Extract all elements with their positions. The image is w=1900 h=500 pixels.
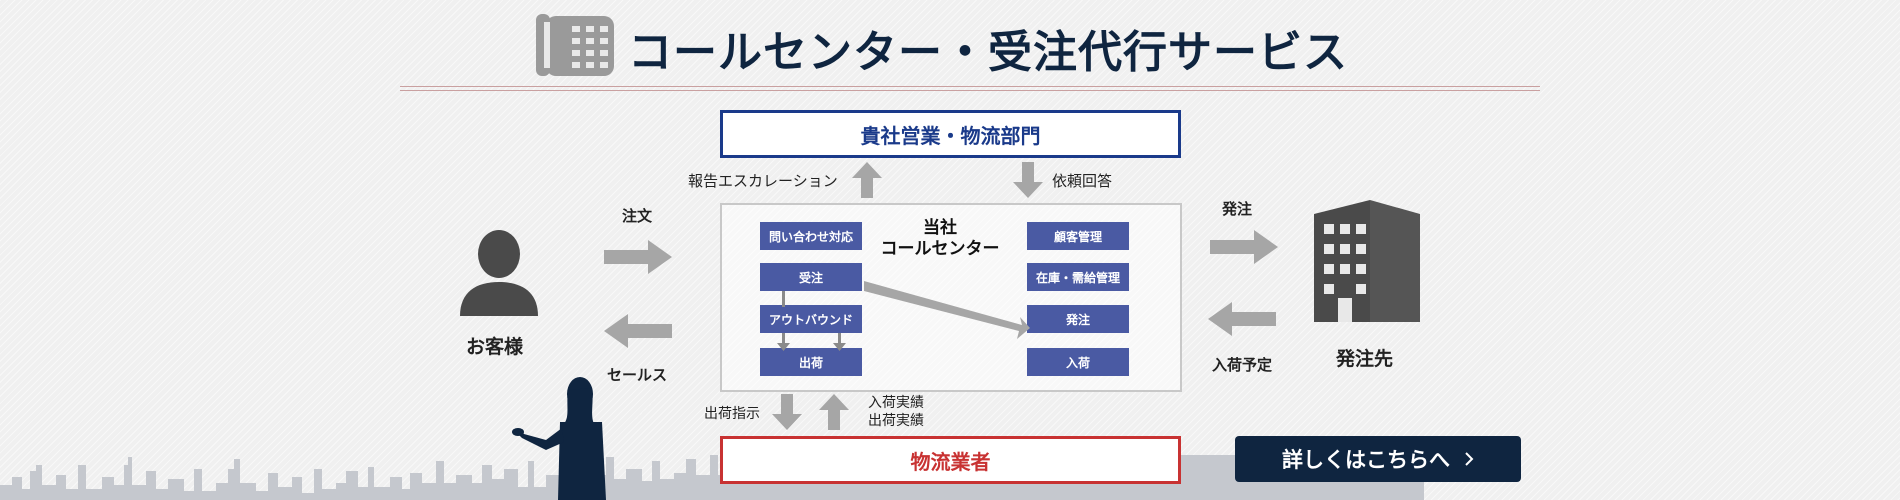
operator-silhouette — [506, 376, 616, 500]
sales-label: セールス — [607, 364, 667, 385]
logistics-provider-box: 物流業者 — [720, 436, 1181, 484]
results-arrow-up-icon — [819, 394, 849, 430]
desk-phone-icon — [536, 14, 614, 76]
purchase-label: 発注 — [1222, 198, 1252, 219]
purchase-arrow-right-icon — [1210, 230, 1278, 264]
client-department-box: 貴社営業・物流部門 — [720, 110, 1181, 158]
order-arrow-right-icon — [604, 240, 672, 274]
chevron-right-icon — [1464, 451, 1474, 467]
request-arrow-down-icon — [1013, 162, 1043, 198]
office-building-icon — [1314, 200, 1420, 322]
shipping-instruction-label: 出荷指示 — [704, 403, 760, 423]
supplier-label: 発注先 — [1336, 344, 1393, 371]
details-button-label: 詳しくはこちらへ — [1282, 444, 1450, 474]
details-button[interactable]: 詳しくはこちらへ — [1235, 436, 1521, 482]
report-arrow-up-icon — [852, 162, 882, 198]
ship-instruction-arrow-down-icon — [772, 394, 802, 430]
request-answer-label: 依頼回答 — [1052, 170, 1112, 191]
title-divider — [400, 86, 1540, 87]
internal-flow-arrows — [720, 203, 1178, 388]
title-divider-lower — [400, 90, 1540, 91]
sales-arrow-left-icon — [604, 314, 672, 348]
results-label: 入荷実績出荷実績 — [868, 394, 924, 430]
customer-label: お客様 — [466, 332, 523, 359]
report-escalation-label: 報告エスカレーション — [688, 170, 838, 191]
customer-person-icon — [460, 230, 538, 316]
arrival-plan-label: 入荷予定 — [1212, 354, 1272, 375]
arrival-arrow-left-icon — [1208, 302, 1276, 336]
page-title: コールセンター・受注代行サービス — [628, 16, 1348, 80]
order-label: 注文 — [622, 205, 652, 226]
